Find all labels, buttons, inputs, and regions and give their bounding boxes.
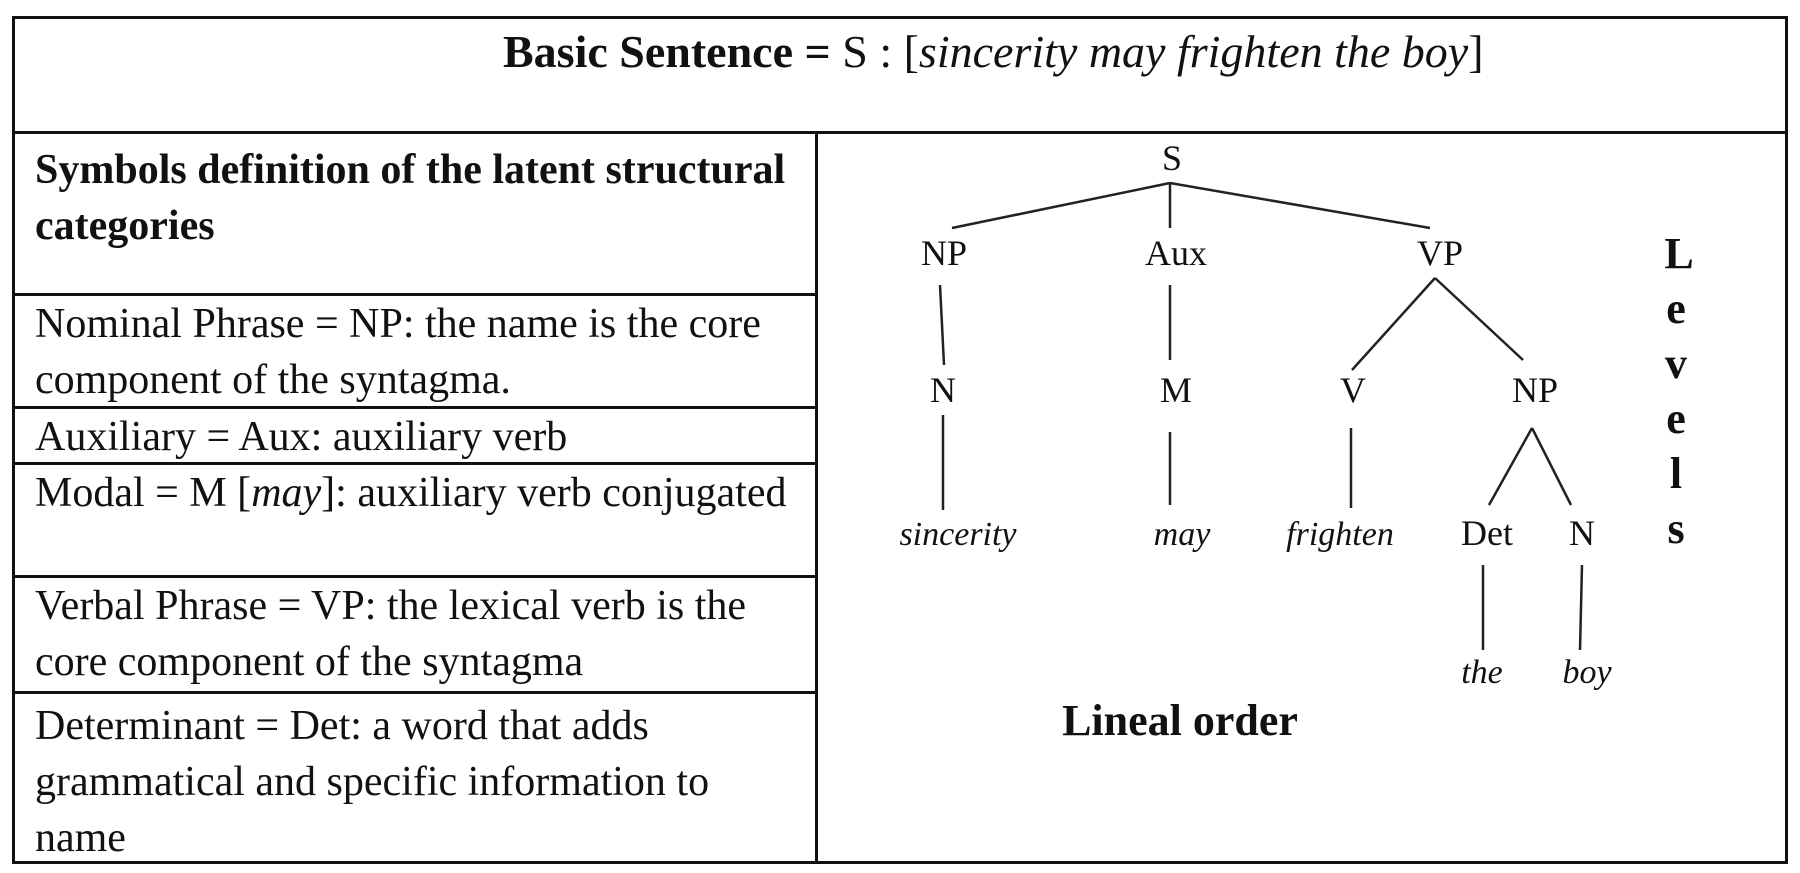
figure-title: Basic Sentence = S : [sincerity may frig… — [503, 25, 1484, 78]
definition-aux: Auxiliary = Aux: auxiliary verb — [15, 409, 815, 465]
definition-modal-post: ]: auxiliary verb conjugated — [321, 470, 787, 516]
title-sentence: sincerity may frighten the boy — [918, 26, 1469, 77]
title-s-prefix: S : [ — [842, 26, 919, 77]
figure-frame: Basic Sentence = S : [sincerity may frig… — [12, 16, 1788, 864]
title-row: Basic Sentence = S : [sincerity may frig… — [15, 19, 1785, 134]
definition-modal-italic: may — [251, 470, 322, 516]
definition-modal-pre: Modal = M [ — [35, 470, 252, 516]
title-basic-sentence: Basic Sentence = — [503, 26, 843, 77]
definition-modal: Modal = M [may]: auxiliary verb conjugat… — [15, 465, 815, 578]
title-close-bracket: ] — [1468, 26, 1484, 77]
definition-vp: Verbal Phrase = VP: the lexical verb is … — [15, 578, 815, 694]
definition-det: Determinant = Det: a word that adds gram… — [35, 703, 710, 861]
definitions-column: Symbols definition of the latent structu… — [15, 134, 818, 861]
definition-np: Nominal Phrase = NP: the name is the cor… — [15, 296, 815, 409]
definitions-header: Symbols definition of the latent structu… — [15, 134, 815, 296]
